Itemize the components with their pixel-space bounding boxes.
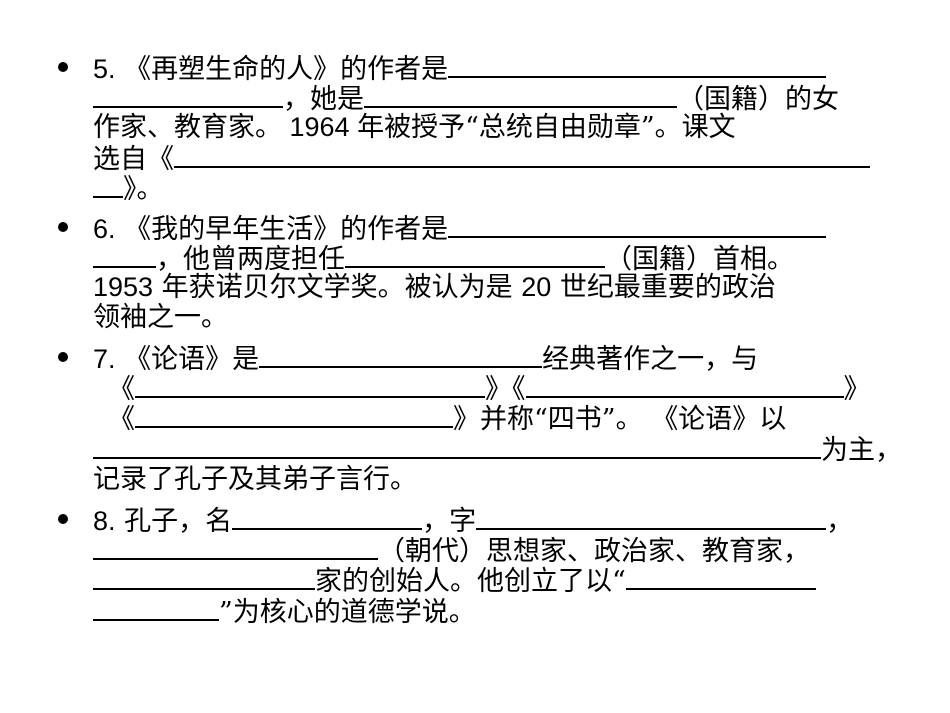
answer-blank[interactable] [93, 433, 821, 459]
item-7-row-4: 为主， [93, 433, 902, 466]
item-text: 年获诺贝尔文学奖。被认为是 [153, 272, 522, 303]
answer-blank[interactable] [448, 52, 827, 78]
item-text: 》《 [485, 374, 526, 405]
item-text: （朝代）思想家、政治家、教育家， [378, 536, 810, 567]
item-text: 《再塑生命的人》的作者是 [115, 54, 449, 85]
item-number: 8. [93, 506, 116, 536]
item-5-row-4: 选自《 [93, 142, 870, 175]
item-text: 记录了孔子及其弟子言行。 [93, 464, 417, 495]
item-number: 5. [93, 54, 116, 84]
bullet-icon [58, 62, 68, 72]
item-text: 作家、教育家。 [93, 112, 282, 143]
answer-blank[interactable] [259, 342, 543, 368]
item-6-row-1: 6. 《我的早年生活》的作者是 [93, 212, 827, 245]
item-text: 为主， [821, 435, 902, 466]
answer-blank[interactable] [625, 564, 816, 590]
item-text: 世纪最重要的政治 [551, 272, 776, 303]
item-number-text: 20 [521, 272, 552, 302]
item-number: 6. [93, 214, 116, 244]
item-text: ”为核心的道德学说。 [219, 597, 476, 628]
item-text: 《 [108, 374, 135, 405]
item-text: 》并称“四书”。 《论语》以 [453, 404, 787, 435]
item-7-row-3: 《 》并称“四书”。 《论语》以 [108, 402, 787, 435]
item-text: 》。 [123, 174, 164, 205]
item-text: 孔子，名 [115, 506, 233, 537]
item-text: ， [826, 506, 854, 537]
answer-blank[interactable] [232, 504, 423, 530]
item-5-row-2: ，她是 （国籍）的女 [93, 82, 839, 115]
answer-blank[interactable] [525, 372, 844, 398]
item-5-row-1: 5. 《再塑生命的人》的作者是 [93, 52, 827, 85]
item-text: 《 [108, 404, 135, 435]
answer-blank[interactable] [135, 402, 453, 428]
answer-blank[interactable] [93, 82, 283, 108]
item-text: 《论语》是 [115, 344, 260, 375]
item-8-row-3: 家的创始人。他创立了以“ [93, 564, 816, 597]
item-8-row-4: ”为核心的道德学说。 [93, 595, 476, 628]
answer-blank[interactable] [93, 242, 156, 268]
item-text: ，他曾两度担任 [156, 244, 345, 275]
answer-blank[interactable] [476, 504, 827, 530]
item-text: 经典著作之一，与 [542, 344, 759, 375]
item-6-row-3: 1953 年获诺贝尔文学奖。被认为是 20 世纪最重要的政治 [93, 272, 776, 303]
item-7-row-2: 《 》《 》 [108, 372, 871, 405]
answer-blank[interactable] [135, 372, 485, 398]
item-text: ，字 [422, 506, 477, 537]
answer-blank[interactable] [93, 595, 219, 621]
item-text: 领袖之一。 [93, 302, 228, 333]
answer-blank[interactable] [93, 534, 378, 560]
item-number-text: 1964 [282, 112, 358, 142]
item-number-text: 1953 [93, 272, 154, 302]
answer-blank[interactable] [174, 142, 870, 168]
item-number: 7. [93, 344, 116, 374]
item-text: （国籍）的女 [677, 84, 839, 115]
bullet-icon [58, 514, 68, 524]
item-8-row-2: （朝代）思想家、政治家、教育家， [93, 534, 810, 567]
answer-blank[interactable] [345, 242, 605, 268]
item-7-row-5: 记录了孔子及其弟子言行。 [93, 464, 417, 495]
answer-blank[interactable] [93, 172, 123, 198]
item-text: （国籍）首相。 [605, 244, 794, 275]
answer-blank[interactable] [364, 82, 677, 108]
item-6-row-2: ，他曾两度担任 （国籍）首相。 [93, 242, 794, 275]
bullet-icon [58, 352, 68, 362]
item-8-row-1: 8. 孔子，名 ，字 ， [93, 504, 854, 537]
item-5-row-5: 》。 [93, 172, 164, 205]
item-5-row-3: 作家、教育家。 1964 年被授予“总统自由勋章”。课文 [93, 112, 736, 143]
answer-blank[interactable] [93, 564, 315, 590]
bullet-icon [58, 222, 68, 232]
item-7-row-1: 7. 《论语》是 经典著作之一，与 [93, 342, 759, 375]
item-text: 年被授予“总统自由勋章”。课文 [357, 112, 736, 143]
item-text: ，她是 [283, 84, 364, 115]
item-text: 》 [843, 374, 871, 405]
item-text: 选自《 [93, 144, 174, 175]
answer-blank[interactable] [448, 212, 827, 238]
item-text: 《我的早年生活》的作者是 [115, 214, 449, 245]
item-6-row-4: 领袖之一。 [93, 302, 228, 333]
item-text: 家的创始人。他创立了以“ [315, 566, 626, 597]
